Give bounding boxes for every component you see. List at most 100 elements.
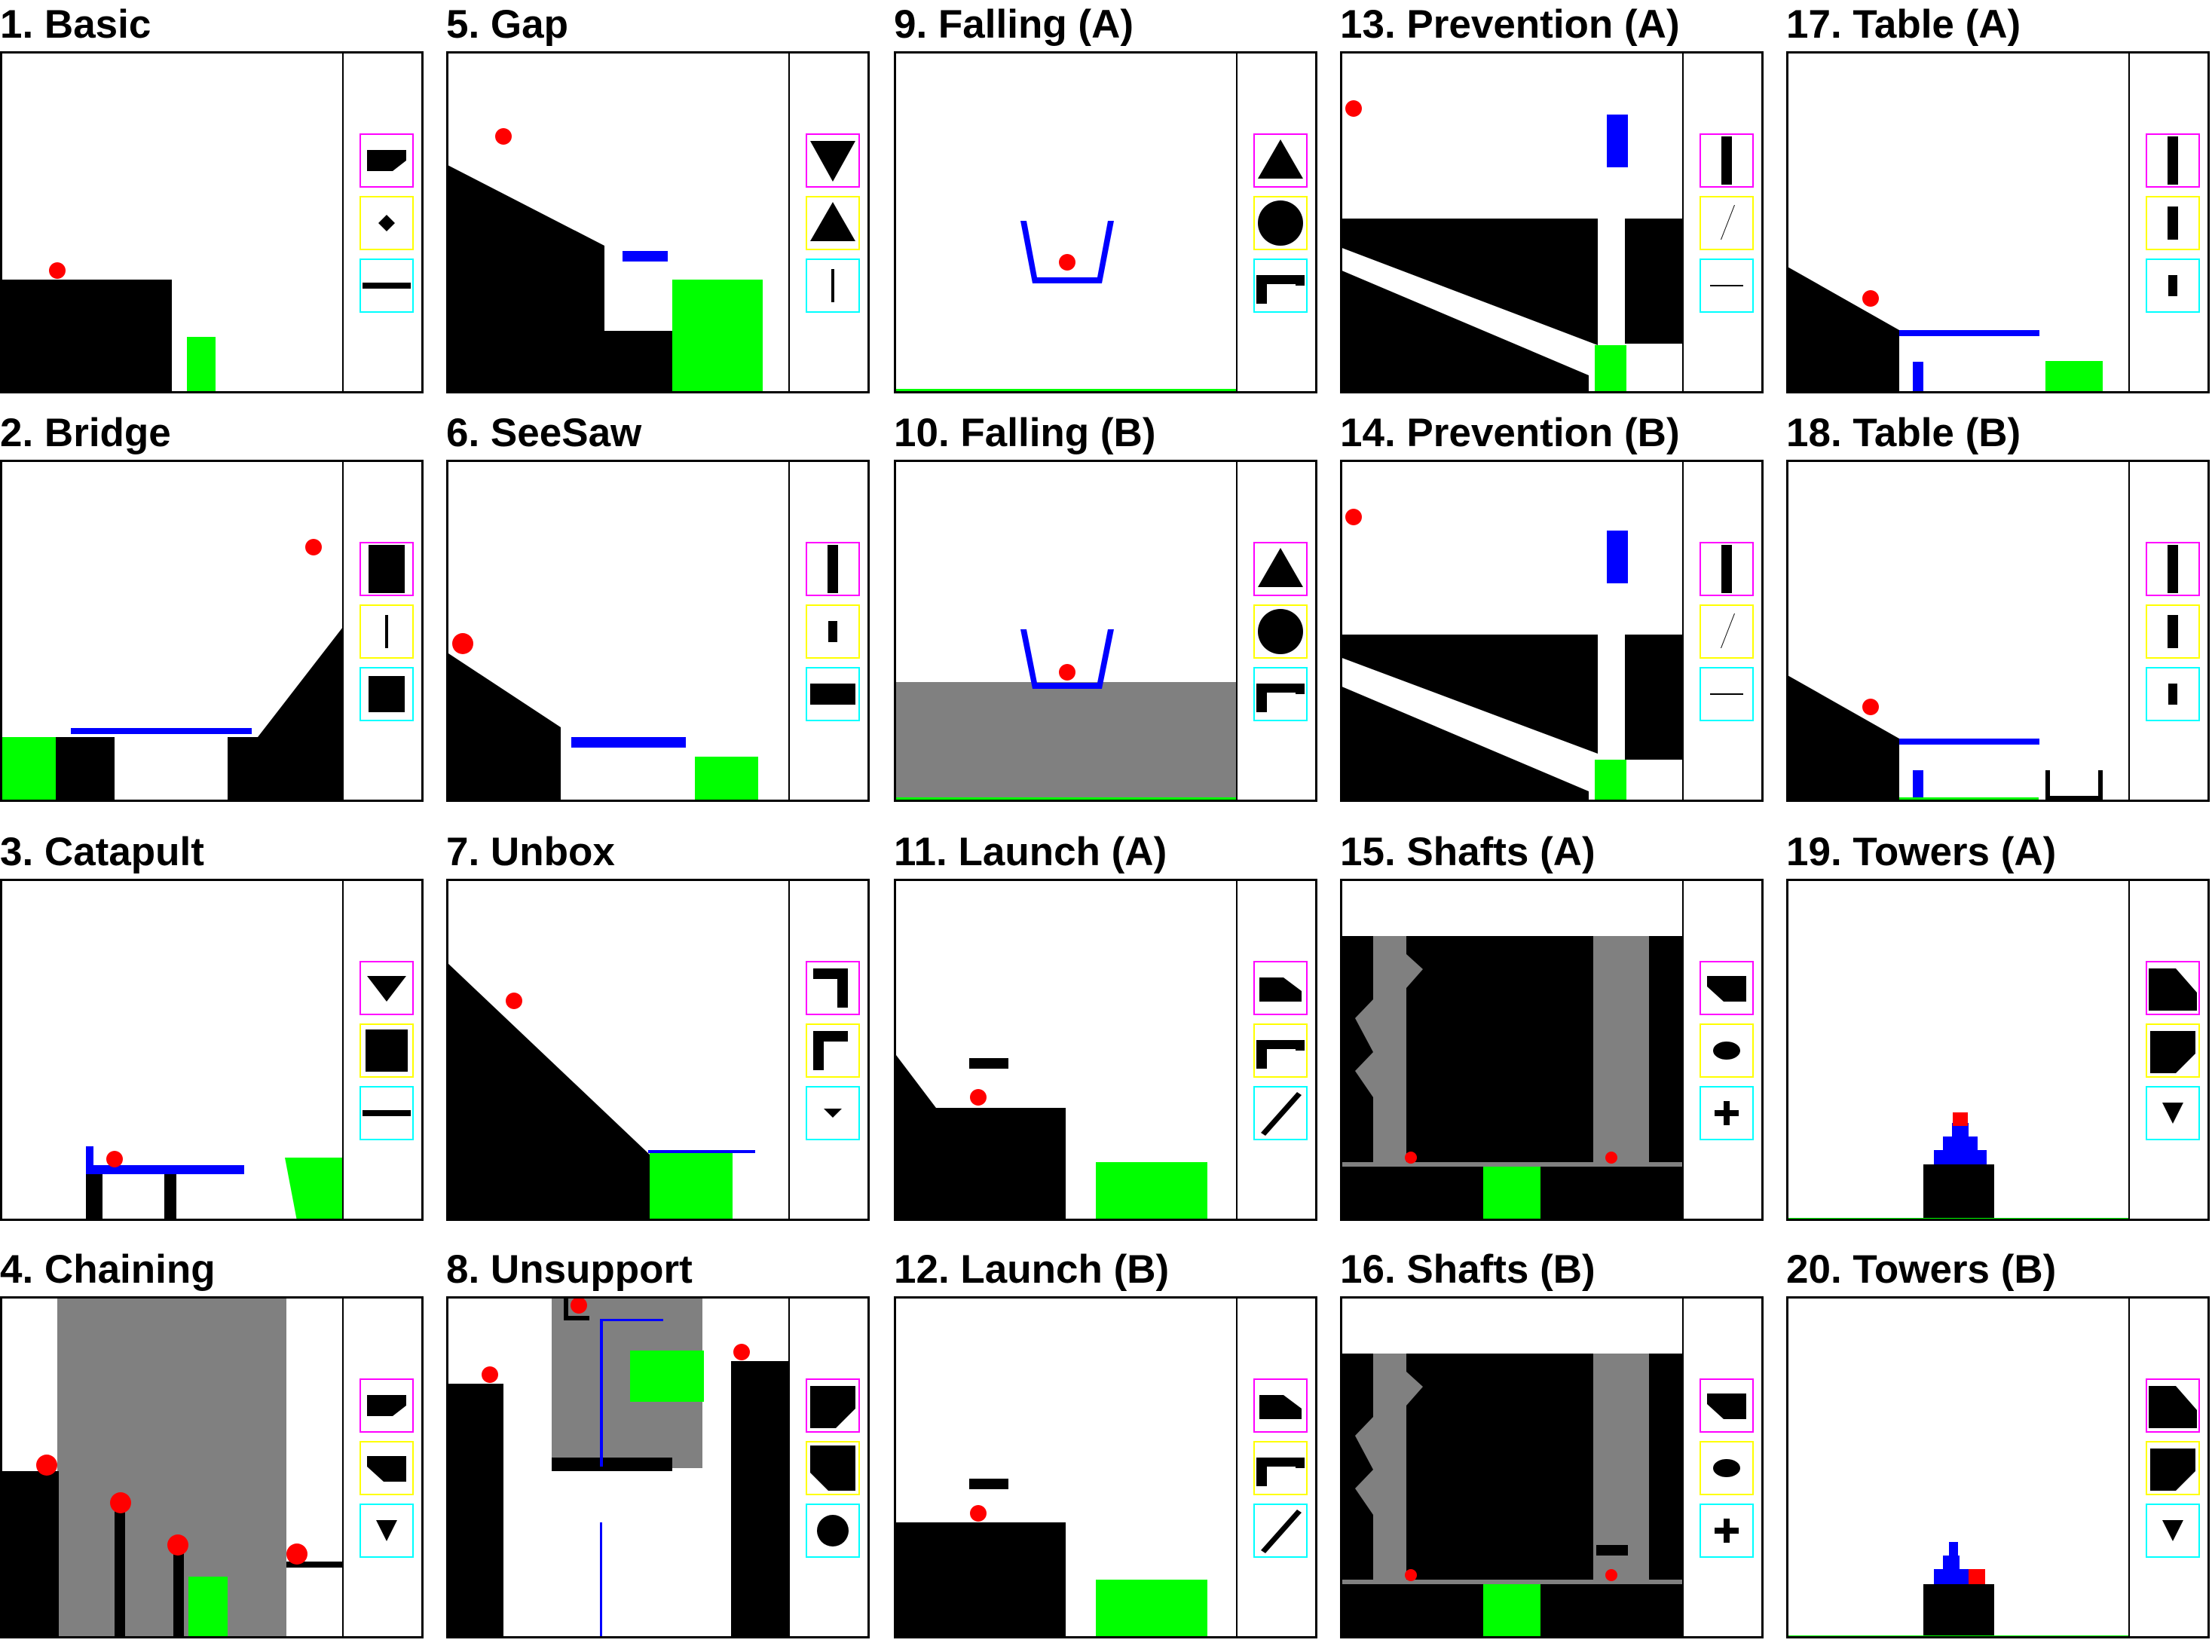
goal-region	[672, 280, 763, 393]
panel-towers-a: 19. Towers (A)	[1786, 828, 2210, 1234]
ball	[452, 633, 473, 654]
dynamic-body	[71, 728, 252, 734]
tool-box-1	[806, 961, 860, 1015]
background-region	[894, 682, 1237, 802]
scene-diagram	[0, 879, 424, 1221]
panel-border	[1786, 51, 2210, 393]
tool-box-1	[1253, 1378, 1308, 1433]
panel-chaining: 4. Chaining	[0, 1245, 424, 1652]
dynamic-body	[600, 1522, 602, 1638]
scene-objects	[446, 128, 763, 393]
goal-region	[1595, 760, 1626, 802]
dynamic-body	[1934, 1569, 1969, 1584]
panel-prevention-b: 14. Prevention (B)	[1340, 408, 1764, 815]
tool-shape-2	[367, 1456, 406, 1482]
tool-box-3	[806, 1504, 860, 1558]
tool-shapes	[359, 961, 414, 1140]
tool-shape-2	[1256, 1458, 1305, 1486]
dynamic-body	[1943, 1137, 1978, 1150]
tool-shape-2	[2168, 615, 2178, 648]
ball	[1862, 699, 1879, 715]
tool-shape-1	[1721, 545, 1732, 593]
panel-bridge: 2. Bridge	[0, 408, 424, 815]
scene-diagram	[1340, 1296, 1764, 1638]
panel-border	[1340, 460, 1764, 802]
background-region	[57, 1296, 286, 1638]
scene-diagram	[1786, 51, 2210, 393]
tool-shape-3	[824, 1109, 842, 1118]
tool-box-2	[1700, 1023, 1754, 1078]
panel-title: 10. Falling (B)	[894, 411, 1156, 455]
tool-box-3	[806, 667, 860, 721]
tool-shape-1	[367, 150, 406, 171]
tool-shapes	[806, 133, 860, 313]
ball	[1059, 664, 1075, 681]
tool-shape-1	[1721, 136, 1732, 185]
tool-box-3	[2146, 259, 2200, 313]
ball	[482, 1366, 498, 1383]
static-body	[1786, 266, 1899, 393]
tool-shape-1	[1707, 976, 1746, 1002]
tool-shapes	[2146, 1378, 2200, 1558]
scene-objects	[0, 1296, 343, 1638]
tool-box-1	[359, 961, 414, 1015]
tool-box-1	[2146, 133, 2200, 188]
scene-objects	[0, 262, 216, 393]
tool-panel	[1683, 460, 1764, 802]
tool-box-3	[2146, 1086, 2200, 1140]
tool-box-3	[2146, 1504, 2200, 1558]
tool-shape-3	[2162, 1520, 2183, 1541]
goal-region	[2045, 361, 2103, 393]
goal-region	[0, 737, 56, 802]
tool-shape-3	[1256, 275, 1305, 304]
tool-shapes	[1253, 961, 1308, 1140]
scene-diagram	[446, 1296, 870, 1638]
tool-box-3	[806, 1086, 860, 1140]
tool-shapes	[806, 1378, 860, 1558]
panel-border	[894, 51, 1317, 393]
ball	[506, 993, 522, 1009]
panel-border	[1786, 460, 2210, 802]
panel-title: 1. Basic	[0, 2, 151, 47]
dynamic-body	[1913, 770, 1923, 802]
panel-title: 8. Unsupport	[446, 1247, 693, 1292]
tool-shape-2	[1713, 1459, 1740, 1477]
tool-box-1	[359, 133, 414, 188]
static-body	[0, 1471, 59, 1638]
tool-shape-2	[2150, 1449, 2195, 1491]
tool-shapes	[2146, 961, 2200, 1140]
static-body	[731, 1361, 789, 1638]
static-body	[1786, 675, 1899, 802]
tool-shape-1	[367, 976, 406, 1002]
static-body	[228, 737, 258, 802]
tool-box-2	[2146, 196, 2200, 250]
tool-shapes	[2146, 133, 2200, 313]
ball	[970, 1089, 987, 1106]
panel-title: 2. Bridge	[0, 411, 171, 455]
tool-box-1	[1700, 133, 1754, 188]
tool-box-3	[359, 1086, 414, 1140]
tool-shape-3	[1261, 1092, 1302, 1136]
goal-region	[188, 1577, 228, 1638]
scene-objects	[446, 1296, 789, 1638]
tool-shape-1	[2168, 136, 2178, 185]
ball	[167, 1534, 188, 1556]
static-body	[56, 737, 115, 802]
goal-region	[650, 1153, 733, 1221]
scene-objects	[1786, 1542, 2129, 1638]
dynamic-body	[571, 737, 686, 748]
tool-box-2	[359, 1023, 414, 1078]
tool-shapes	[2146, 542, 2200, 721]
scene-diagram	[446, 879, 870, 1221]
panel-unsupport: 8. Unsupport	[446, 1245, 870, 1652]
static-body	[446, 962, 650, 1221]
panel-title: 15. Shafts (A)	[1340, 830, 1596, 874]
ball	[1969, 1569, 1985, 1584]
scene-objects	[446, 962, 755, 1221]
static-body	[86, 1174, 102, 1221]
tool-shape-2	[385, 615, 388, 648]
tool-shape-1	[367, 1395, 406, 1416]
panel-border	[446, 1296, 870, 1638]
scene-diagram	[0, 1296, 424, 1638]
tool-shape-2	[810, 1446, 855, 1491]
